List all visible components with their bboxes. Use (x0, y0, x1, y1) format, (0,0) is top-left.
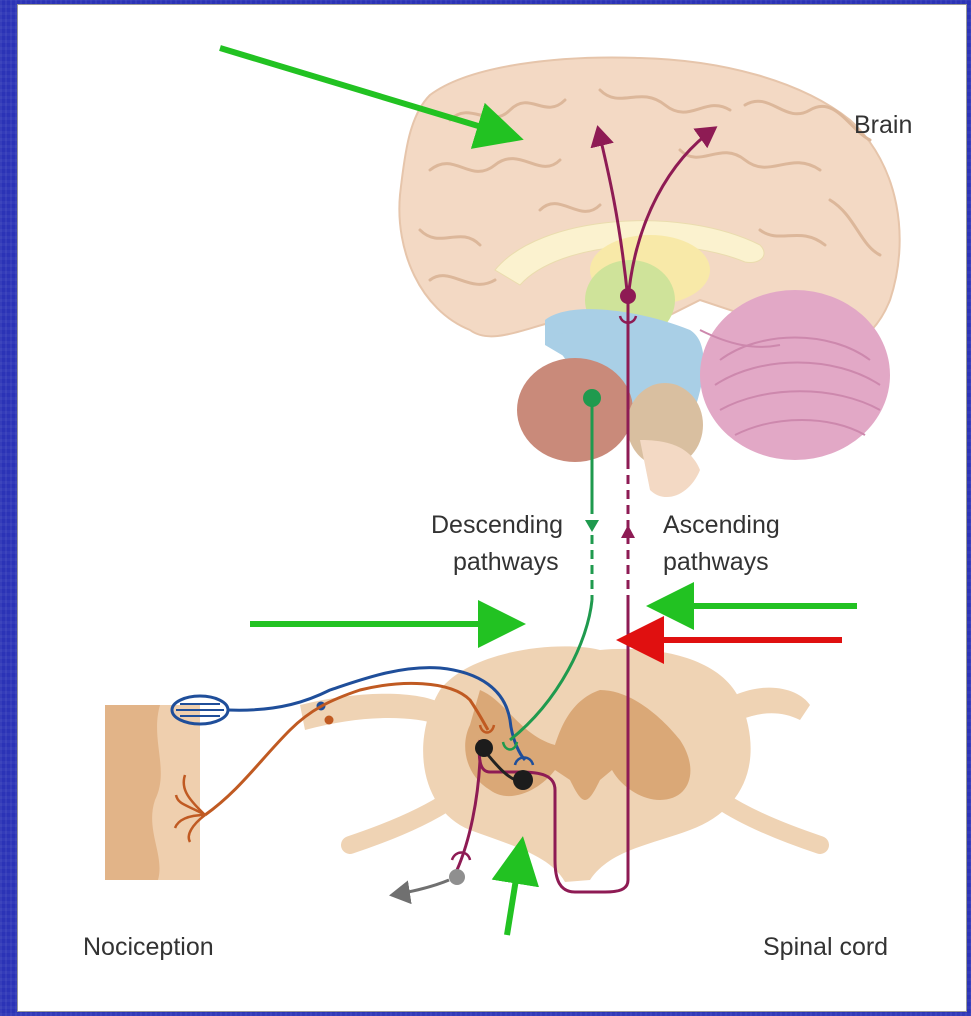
dorsal-root-left (300, 694, 445, 730)
nociception-label: Nociception (83, 933, 214, 961)
descending-neuron-soma (583, 389, 601, 407)
skin-illustration (105, 696, 228, 880)
annotation-arrow-dorsal-horn (507, 842, 522, 935)
descending-pathways-label-line2: pathways (453, 548, 559, 576)
ascending-pathways-label-line2: pathways (663, 548, 769, 576)
ventral-root-right (720, 800, 820, 845)
orange-dorsal-root-ganglion-soma (325, 716, 334, 725)
ascending-pathways-label-line1: Ascending (663, 511, 780, 539)
projection-neuron-soma (475, 739, 493, 757)
descending-arrowhead (585, 520, 599, 532)
interneuron-soma (513, 770, 533, 790)
dorsal-root-right (735, 688, 810, 720)
descending-pathways-label-line1: Descending (431, 511, 563, 539)
motor-output-arrow (392, 880, 449, 895)
ascending-arrowhead (621, 525, 635, 538)
midbrain-region (517, 358, 633, 462)
brain-label: Brain (854, 111, 912, 139)
ventral-root-left (350, 800, 450, 845)
thalamic-relay-soma (620, 288, 636, 304)
spinal-cord-label: Spinal cord (763, 933, 888, 961)
motor-neuron-soma (449, 869, 465, 885)
skin-inner-layer (152, 705, 200, 880)
